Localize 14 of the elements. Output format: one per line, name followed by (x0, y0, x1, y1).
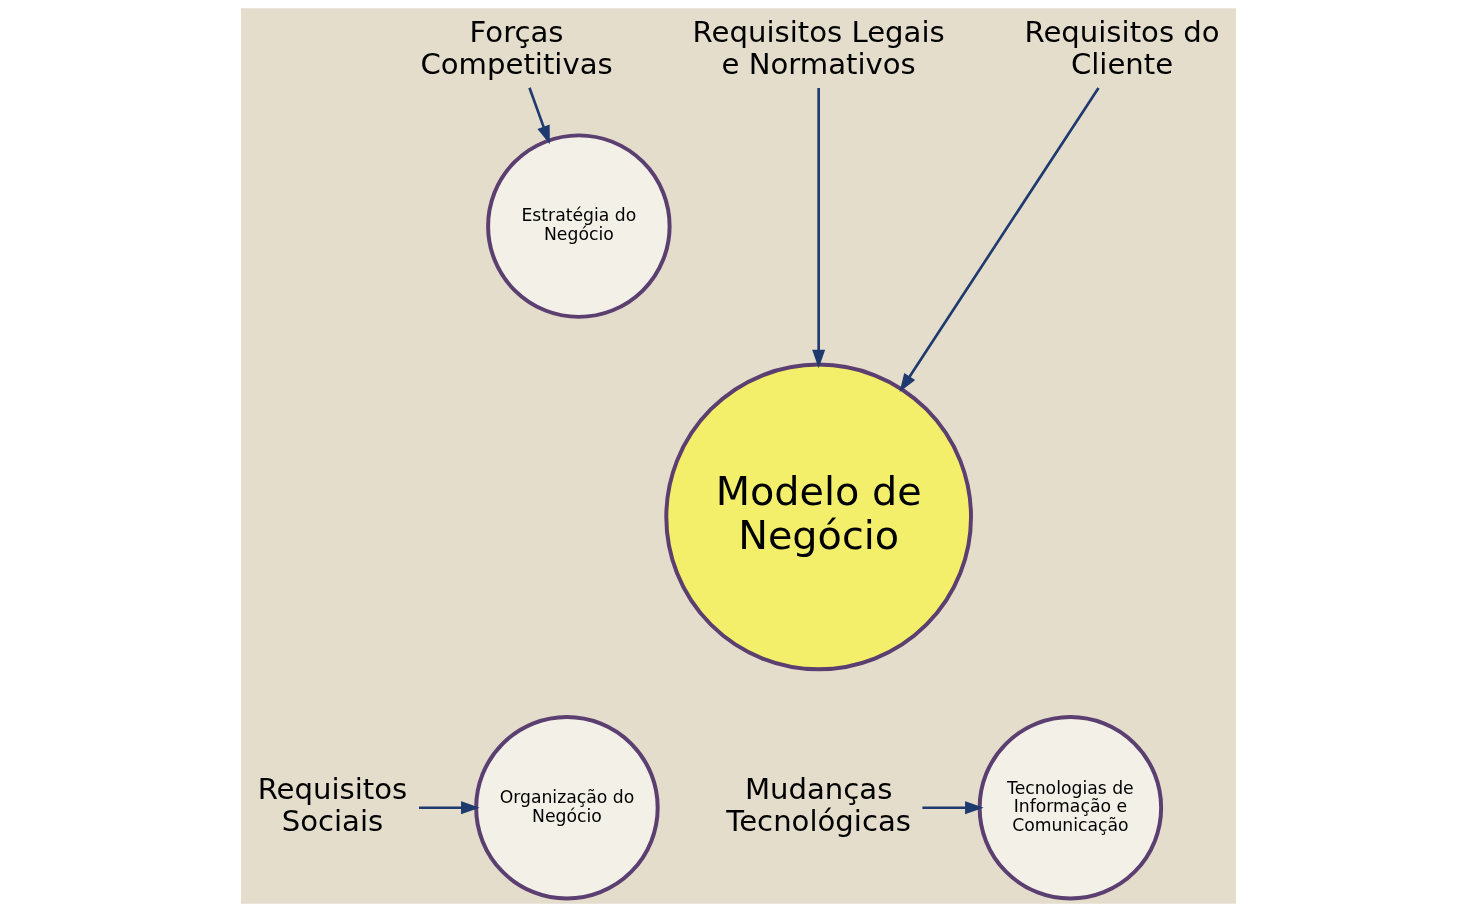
node-text: Requisitos do Cliente (1024, 15, 1220, 81)
node-circle: Modelo de Negócio (664, 362, 973, 672)
arrow (899, 87, 1100, 393)
arrow (528, 87, 550, 145)
node-circle: Organização do Negócio (474, 715, 660, 901)
node-circle: Estratégia do Negócio (486, 133, 672, 319)
node-text: Forças Competitivas (420, 15, 613, 81)
node-text: Requisitos Legais e Normativos (692, 15, 945, 81)
arrow (812, 87, 826, 369)
node-text: Requisitos Sociais (257, 772, 408, 839)
node-circle: Tecnologias de Informação e Comunicação (977, 715, 1164, 901)
node-text: Mudanças Tecnológicas (726, 772, 911, 839)
arrow (922, 801, 984, 815)
arrow (419, 801, 480, 815)
